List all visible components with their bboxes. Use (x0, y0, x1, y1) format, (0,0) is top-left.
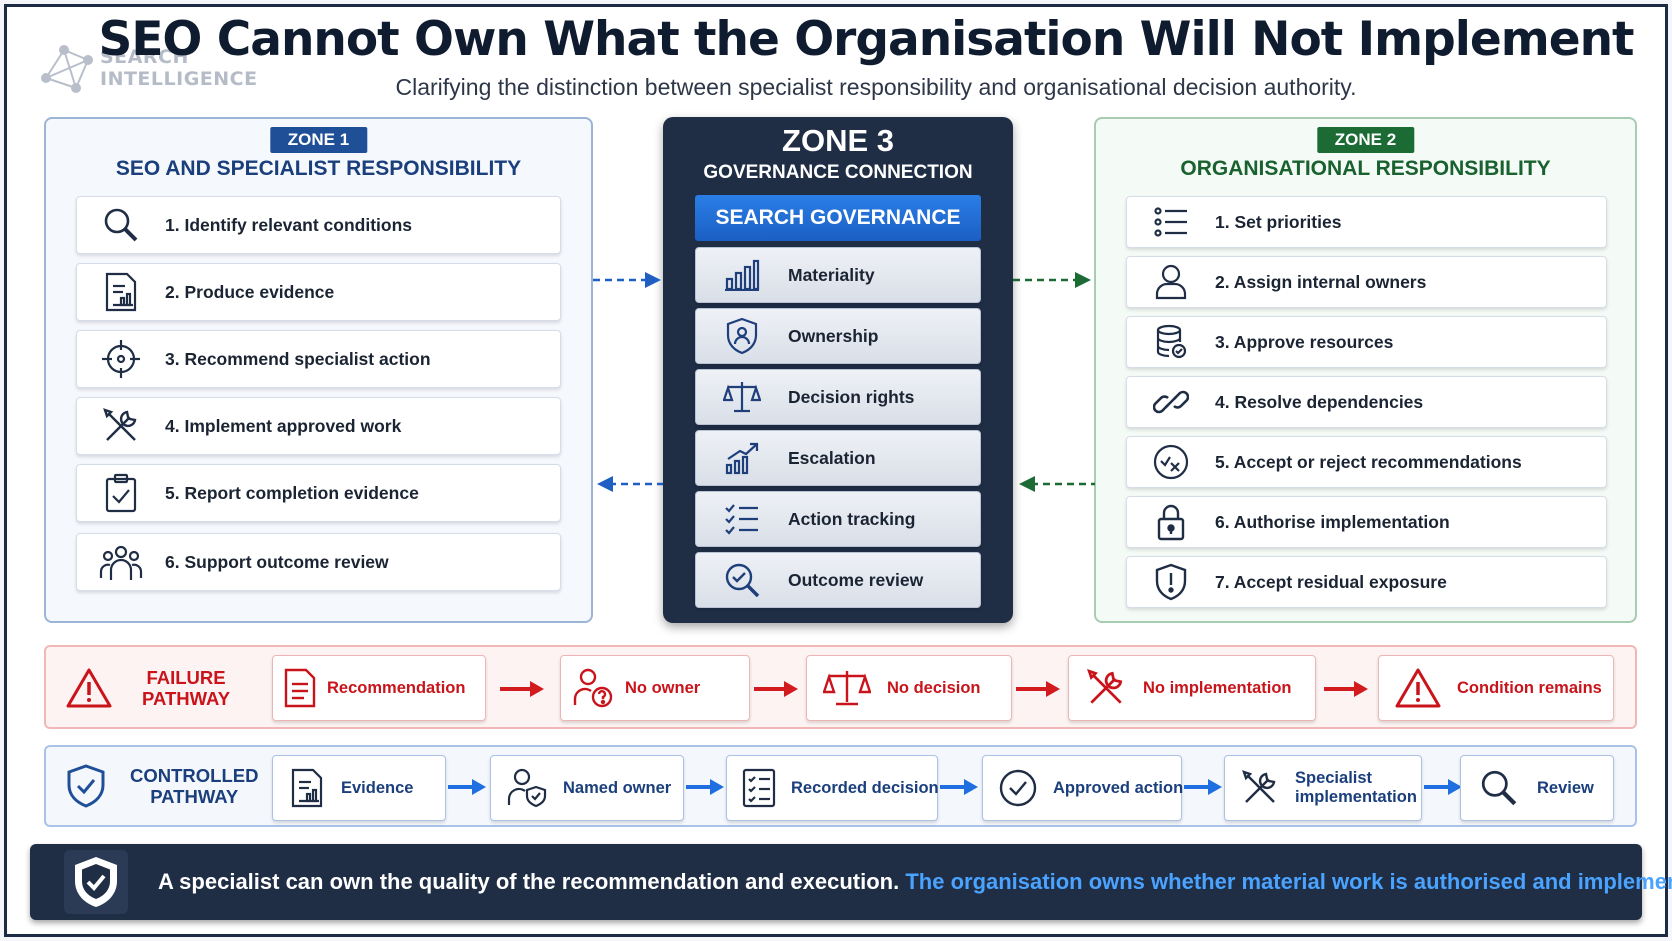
search-icon (77, 197, 165, 253)
zone-3-item: Action tracking (695, 491, 981, 547)
circle-check-x-icon (1127, 437, 1215, 487)
shield-check-icon (64, 850, 128, 914)
failure-pathway-heading: FAILURE PATHWAY (66, 661, 230, 715)
failure-arrow (500, 681, 544, 697)
zone3-to-zone1-arrow (597, 476, 663, 492)
warning-icon (1379, 667, 1457, 709)
zone-2-panel: ZONE 2 ORGANISATIONAL RESPONSIBILITY 1. … (1094, 117, 1637, 623)
controlled-step: Recorded decision (726, 755, 939, 821)
user-icon (1127, 257, 1215, 307)
zone-1-item: 5. Report completion evidence (76, 464, 561, 522)
zone-2-item: 7. Accept residual exposure (1126, 556, 1607, 608)
zone-2-item: 2. Assign internal owners (1126, 256, 1607, 308)
scales-icon (807, 668, 887, 708)
page-title: SEO Cannot Own What the Organisation Wil… (98, 12, 1634, 67)
shield-alert-icon (1127, 557, 1215, 607)
zone-2-item: 6. Authorise implementation (1126, 496, 1607, 548)
zone-3-heading: GOVERNANCE CONNECTION (703, 162, 973, 183)
circle-check-icon (983, 768, 1053, 808)
failure-pathway-row: FAILURE PATHWAY Recommendation No owner … (44, 645, 1637, 729)
controlled-step: Review (1460, 755, 1614, 821)
zone-3-item: Escalation (695, 430, 981, 486)
magnifier-check-icon (696, 553, 788, 607)
controlled-arrow (448, 779, 486, 795)
zone-1-heading: SEO AND SPECIALIST RESPONSIBILITY (115, 157, 522, 180)
zone-1-badge: ZONE 1 (269, 127, 368, 153)
failure-step: No implementation (1068, 655, 1316, 721)
footer-statement: A specialist can own the quality of the … (158, 869, 1672, 894)
zone-3-item: Ownership (695, 308, 981, 364)
shield-user-icon (696, 309, 788, 363)
failure-arrow (1324, 681, 1368, 697)
controlled-step: Approved action (982, 755, 1183, 821)
failure-arrow (1016, 681, 1060, 697)
controlled-step: Evidence (272, 755, 446, 821)
zone-1-item: 6. Support outcome review (76, 533, 561, 591)
controlled-arrow (940, 779, 978, 795)
bar-chart-icon (696, 248, 788, 302)
document-chart-icon (273, 768, 341, 808)
failure-arrow (754, 681, 798, 697)
zone-2-item: 4. Resolve dependencies (1126, 376, 1607, 428)
search-icon (1461, 768, 1537, 808)
list-icon (1127, 197, 1215, 247)
tools-icon (1069, 667, 1143, 709)
zone-1-item: 2. Produce evidence (76, 263, 561, 321)
zone2-to-zone3-arrow (1019, 476, 1095, 492)
document-chart-icon (77, 264, 165, 320)
page-subtitle: Clarifying the distinction between speci… (395, 74, 1357, 100)
zone-2-item: 3. Approve resources (1126, 316, 1607, 368)
user-question-icon (561, 667, 625, 709)
document-icon (273, 668, 327, 708)
zone-2-item: 1. Set priorities (1126, 196, 1607, 248)
controlled-pathway-heading: CONTROLLED PATHWAY (66, 759, 258, 813)
zone-2-badge: ZONE 2 (1316, 127, 1415, 153)
link-icon (1127, 377, 1215, 427)
user-shield-icon (491, 767, 563, 809)
network-logo-icon (41, 45, 93, 93)
team-icon (77, 534, 165, 590)
lock-icon (1127, 497, 1215, 547)
search-intelligence-logo: SEARCH INTELLIGENCE (36, 38, 257, 100)
failure-step: Recommendation (272, 655, 486, 721)
zone1-to-zone3-arrow (593, 272, 661, 288)
zone-3-item: Decision rights (695, 369, 981, 425)
zone-1-item: 1. Identify relevant conditions (76, 196, 561, 254)
failure-step: No decision (806, 655, 1012, 721)
controlled-pathway-row: CONTROLLED PATHWAY Evidence Named owner … (44, 745, 1637, 827)
warning-icon (66, 668, 112, 708)
failure-step: No owner (560, 655, 750, 721)
zone-2-heading: ORGANISATIONAL RESPONSIBILITY (1180, 157, 1551, 180)
tools-icon (1225, 768, 1295, 808)
zone-1-item: 3. Recommend specialist action (76, 330, 561, 388)
footer-banner: A specialist can own the quality of the … (30, 844, 1672, 920)
controlled-arrow (686, 779, 724, 795)
controlled-step: Named owner (490, 755, 684, 821)
controlled-arrow (1184, 779, 1222, 795)
database-icon (1127, 317, 1215, 367)
failure-step: Condition remains (1378, 655, 1614, 721)
tools-icon (77, 398, 165, 454)
zone-3-panel: ZONE 3 GOVERNANCE CONNECTION SEARCH GOVE… (663, 117, 1013, 623)
zone-2-item: 5. Accept or reject recommendations (1126, 436, 1607, 488)
controlled-step: Specialist implementation (1224, 755, 1422, 821)
zone-3-item: Outcome review (695, 552, 981, 608)
zone3-to-zone2-arrow (1013, 272, 1091, 288)
zone-1-panel: ZONE 1 SEO AND SPECIALIST RESPONSIBILITY… (44, 117, 593, 623)
zone-3-item: Materiality (695, 247, 981, 303)
clipboard-check-icon (77, 465, 165, 521)
search-governance-banner: SEARCH GOVERNANCE (695, 195, 981, 241)
logo-line-1: SEARCH (100, 46, 189, 68)
zone-3-badge: ZONE 3 (782, 123, 894, 158)
scales-icon (696, 370, 788, 424)
logo-line-2: INTELLIGENCE (100, 68, 258, 90)
trend-up-icon (696, 431, 788, 485)
checklist-icon (727, 768, 791, 808)
target-icon (77, 331, 165, 387)
controlled-arrow (1424, 779, 1462, 795)
checklist-icon (696, 492, 788, 546)
shield-check-icon (67, 764, 105, 808)
zone-1-item: 4. Implement approved work (76, 397, 561, 455)
